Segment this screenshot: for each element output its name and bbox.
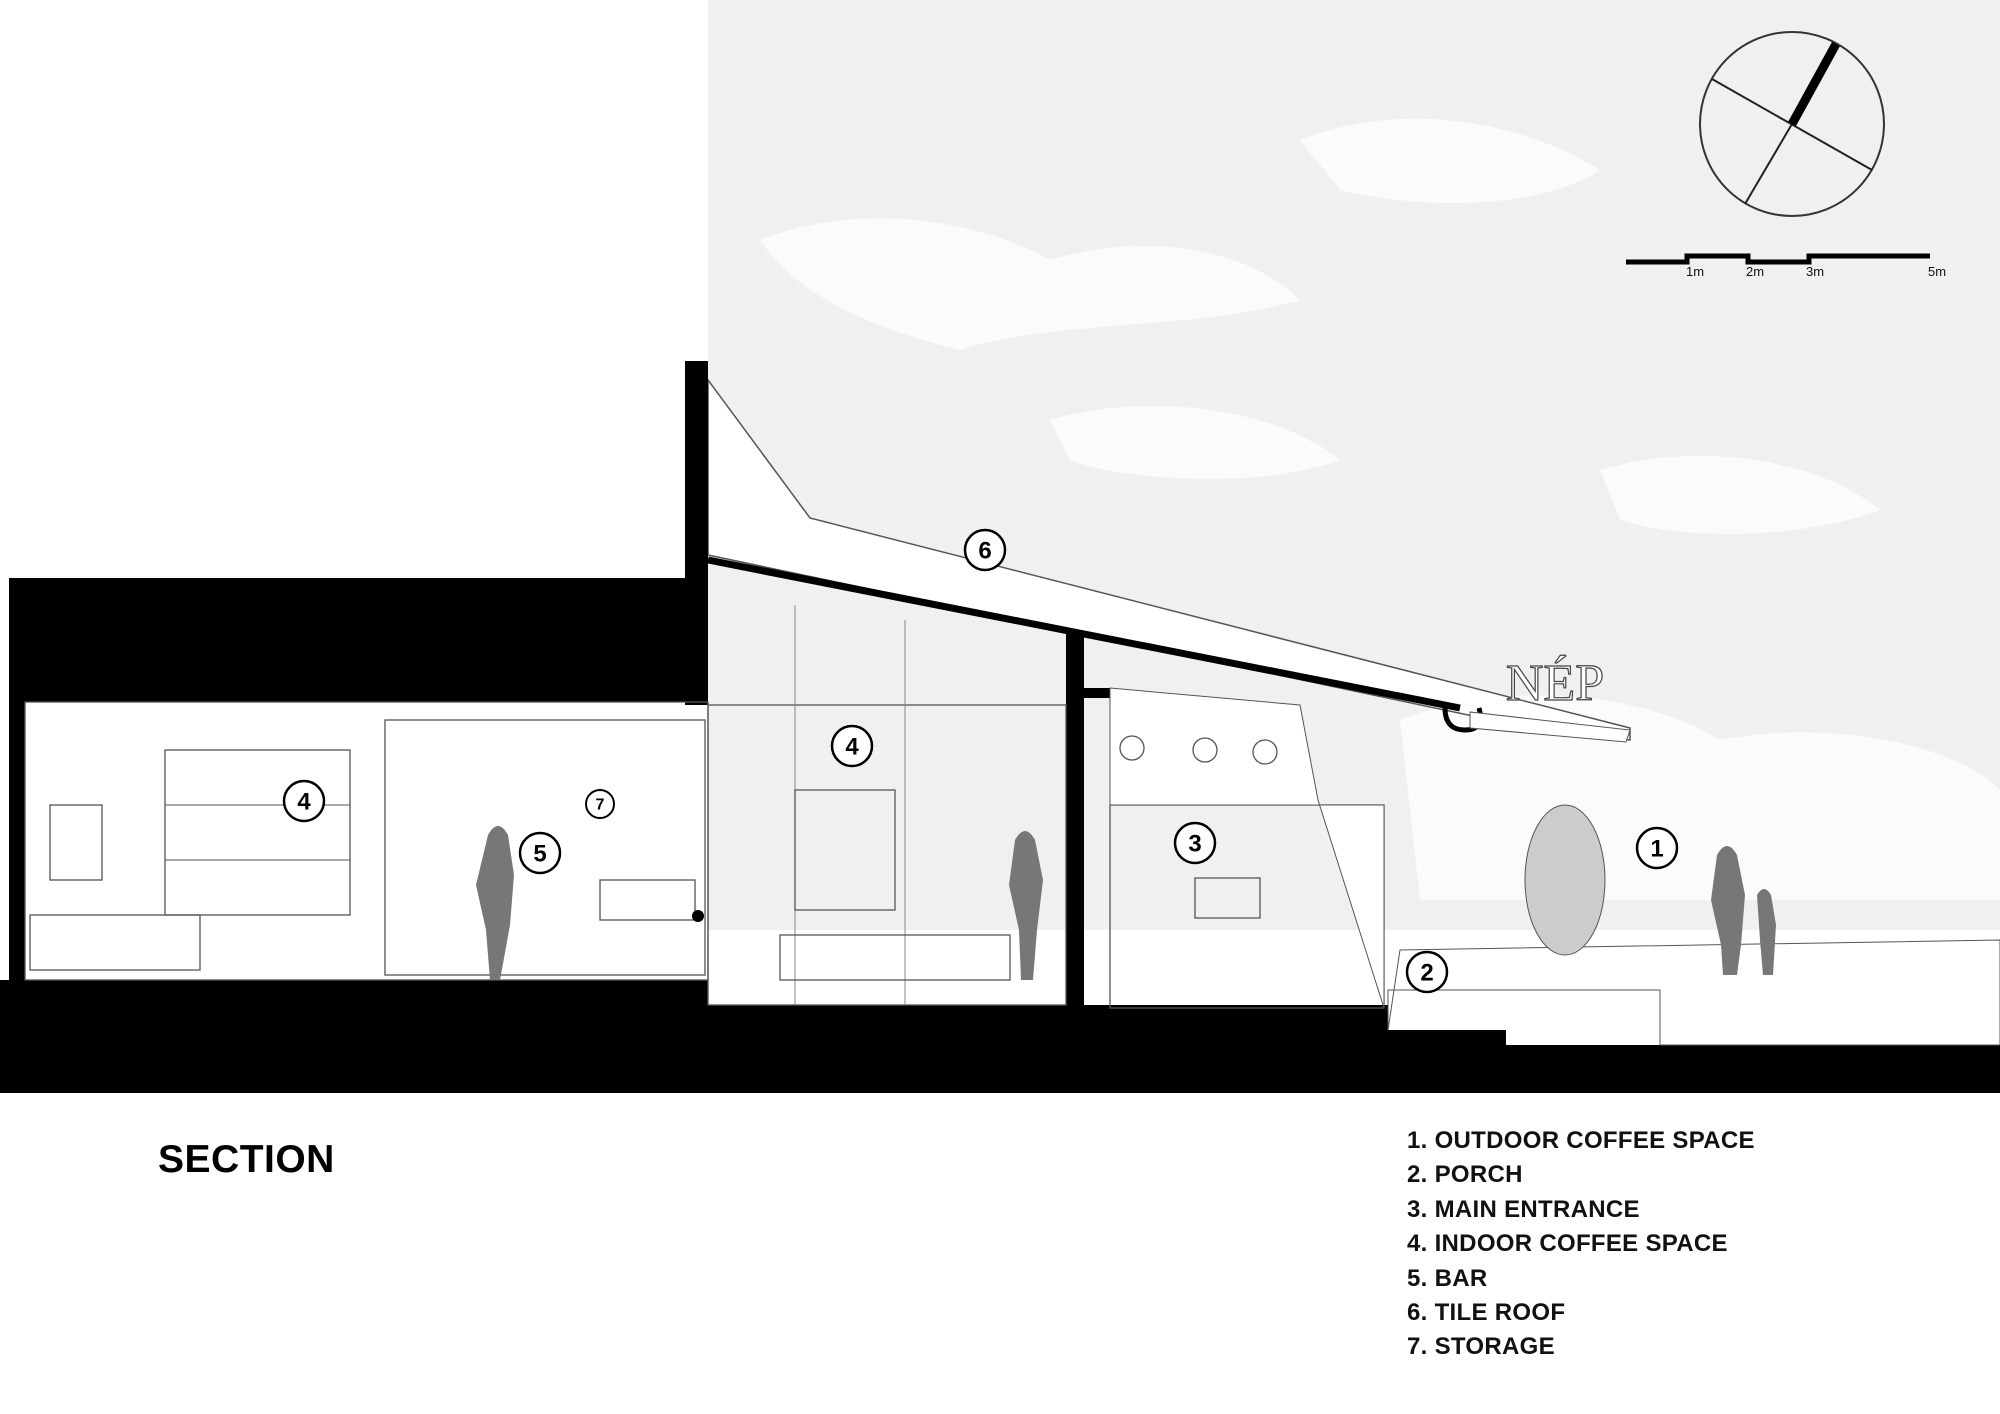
scale-bar: 1m 2m 3m 5m [1626, 253, 1946, 279]
svg-text:3: 3 [1188, 831, 1201, 858]
marker-1: 1 [1635, 826, 1679, 870]
marker-4-left: 4 [282, 779, 326, 823]
interior-middle [707, 605, 1067, 1006]
svg-text:4: 4 [297, 789, 311, 816]
svg-text:5: 5 [533, 841, 546, 868]
tree [1524, 804, 1606, 956]
svg-text:4: 4 [845, 734, 859, 761]
person-silhouette [1711, 846, 1745, 975]
scale-label: 3m [1806, 264, 1824, 279]
scale-label: 5m [1928, 264, 1946, 279]
svg-text:2: 2 [1420, 960, 1433, 987]
marker-4-middle: 4 [830, 724, 874, 768]
interior-entrance [1109, 687, 1385, 1009]
svg-text:6: 6 [978, 538, 991, 565]
legend-item: 5. BAR [1407, 1264, 1488, 1292]
person-silhouette [476, 826, 514, 980]
svg-text:1: 1 [1650, 836, 1663, 863]
legend: 1. OUTDOOR COFFEE SPACE 2. PORCH 3. MAIN… [1407, 1124, 1755, 1365]
north-arrow-icon [1699, 31, 1885, 217]
outdoor-terrace [1387, 804, 2000, 1046]
person-silhouette [1757, 889, 1776, 975]
legend-item: 1. OUTDOOR COFFEE SPACE [1407, 1127, 1755, 1154]
interior-left [24, 701, 709, 981]
scale-label: 2m [1746, 264, 1764, 279]
legend-item: 6. TILE ROOF [1407, 1299, 1566, 1327]
legend-item: 4. INDOOR COFFEE SPACE [1407, 1230, 1728, 1258]
shop-sign: NÉP [1506, 654, 1604, 712]
marker-2: 2 [1405, 950, 1449, 994]
svg-text:7: 7 [596, 797, 605, 814]
legend-item: 7. STORAGE [1407, 1333, 1555, 1361]
marker-6: 6 [963, 528, 1007, 572]
walls-poche [0, 361, 2000, 1093]
legend-item: 2. PORCH [1407, 1161, 1523, 1189]
person-silhouette [1009, 831, 1043, 980]
marker-7: 7 [585, 789, 615, 819]
marker-3: 3 [1173, 821, 1217, 865]
room-markers: 6 4 5 7 4 3 2 1 [282, 528, 1679, 994]
drawing-title: SECTION [158, 1138, 335, 1181]
marker-5: 5 [518, 831, 562, 875]
clouds [760, 118, 2000, 900]
legend-item: 3. MAIN ENTRANCE [1407, 1195, 1640, 1223]
scale-label: 1m [1686, 264, 1704, 279]
